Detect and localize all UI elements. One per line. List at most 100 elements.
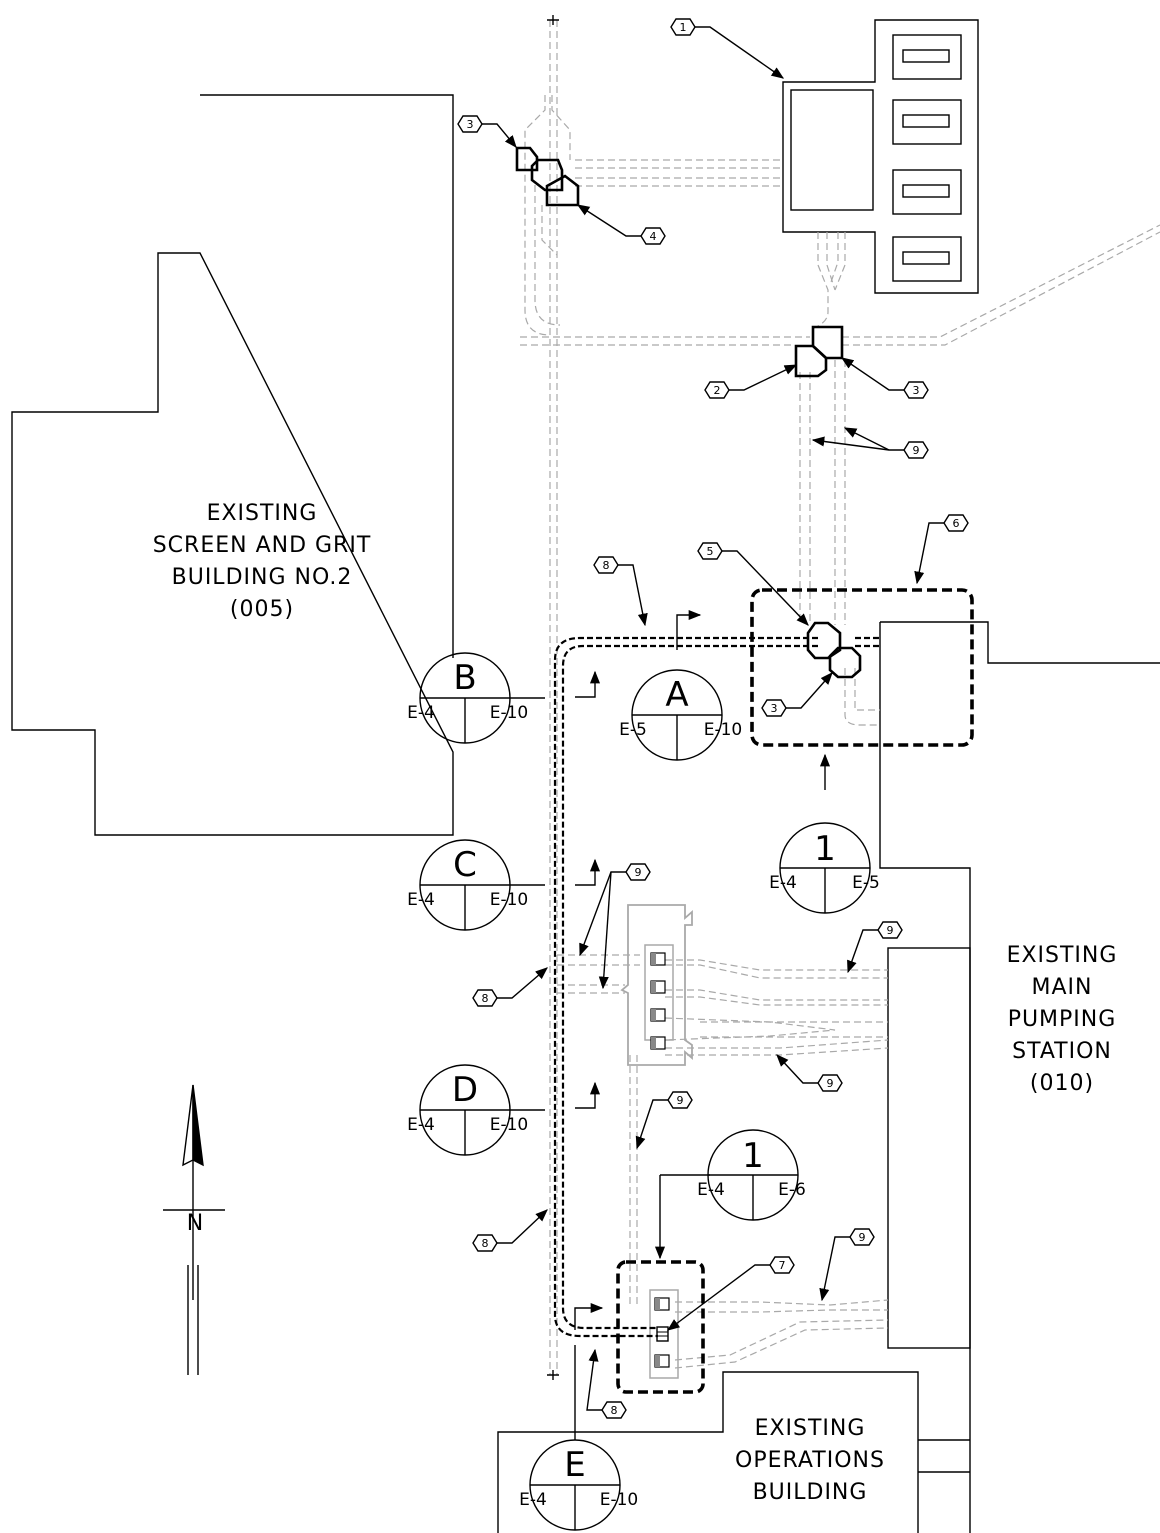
pumping-station-label-1: EXISTING [1007, 943, 1118, 968]
keynote-hex-9f[interactable] [849, 1228, 875, 1246]
pumping-station-label-4: STATION [1012, 1039, 1112, 1064]
handhole-3-top [515, 146, 539, 172]
keynote-hex-7[interactable] [769, 1256, 795, 1274]
new-cable-route [553, 636, 880, 1338]
keynote-8a-text: 8 [603, 559, 610, 572]
detail-callout-1-lower[interactable]: 1 E-4 E-6 [697, 1129, 806, 1221]
keynote-4-text: 4 [650, 230, 657, 243]
equipment-slot-4 [902, 251, 950, 265]
keynote-1-text: 1 [680, 21, 687, 34]
section-A-sheet-right: E-10 [704, 720, 743, 740]
keynote-hex-6[interactable] [943, 514, 969, 532]
detail-1-lower-label: 1 [742, 1136, 764, 1176]
keynote-hex-3b[interactable] [903, 381, 929, 399]
section-A-label: A [665, 675, 688, 715]
switchgear-block [790, 89, 874, 211]
electrical-building [782, 19, 979, 294]
equipment-slot-1 [902, 49, 950, 63]
enlarged-plan-boundary-6 [750, 588, 974, 747]
equipment-pad-3 [892, 169, 962, 215]
equipment-pad-4 [892, 236, 962, 282]
operations-label-2: OPERATIONS [735, 1448, 885, 1473]
pull-boxes [515, 146, 862, 679]
handhole-5 [806, 621, 842, 660]
detail-1-upper-sheet-right: E-5 [852, 873, 880, 893]
pumping-station-label-3: PUMPING [1008, 1007, 1117, 1032]
keynote-hex-3a[interactable] [457, 115, 483, 133]
keynote-hex-8d[interactable] [601, 1401, 627, 1419]
screen-grit-label-3: BUILDING NO.2 [172, 565, 353, 590]
keynote-hex-8c[interactable] [472, 1234, 498, 1252]
detail-1-lower-sheet-right: E-6 [778, 1180, 806, 1200]
keynote-9f-text: 9 [859, 1231, 866, 1244]
section-callout-E[interactable]: E E-4 E-10 [519, 1439, 638, 1531]
main-pumping-station: EXISTING MAIN PUMPING STATION (010) [879, 621, 1160, 1533]
section-cut-arrows [574, 609, 831, 1440]
section-D-sheet-left: E-4 [407, 1115, 435, 1135]
detail-1-upper-sheet-left: E-4 [769, 873, 797, 893]
section-D-label: D [452, 1070, 478, 1110]
detail-callout-1-upper[interactable]: 1 E-4 E-5 [769, 822, 880, 914]
keynote-hex-9d[interactable] [817, 1074, 843, 1092]
keynote-9a-text: 9 [913, 444, 920, 457]
screen-grit-label-1: EXISTING [207, 501, 318, 526]
keynote-8c-text: 8 [482, 1237, 489, 1250]
section-callout-D[interactable]: D E-4 E-10 [407, 1064, 545, 1156]
section-C-label: C [453, 845, 477, 885]
north-arrow: N [163, 1084, 225, 1375]
keynote-hex-1[interactable] [670, 18, 696, 36]
keynote-6-text: 6 [953, 517, 960, 530]
handhole-3-low [828, 646, 862, 679]
pumping-station-annex [887, 947, 971, 1349]
keynote-hex-8b[interactable] [472, 989, 498, 1007]
operations-building-outline [497, 1371, 919, 1533]
keynote-hex-9e[interactable] [667, 1091, 693, 1109]
pumping-station-label-2: MAIN [1032, 975, 1093, 1000]
lower-equipment-group [649, 1289, 679, 1379]
grit-channel-structure [620, 904, 693, 1066]
handhole-3-mid [811, 325, 844, 360]
north-arrow-label: N [187, 1211, 203, 1236]
keynote-hex-9c[interactable] [877, 921, 903, 939]
detail-1-lower-sheet-left: E-4 [697, 1180, 725, 1200]
keynote-tags: 1 3 4 2 3 9 6 5 8 3 [457, 18, 969, 1419]
section-callout-C[interactable]: C E-4 E-10 [407, 839, 545, 931]
new-disconnect-symbol [656, 1326, 669, 1342]
section-A-sheet-left: E-5 [619, 720, 647, 740]
keynote-9b-text: 9 [635, 866, 642, 879]
section-B-label: B [453, 658, 476, 698]
keynote-hex-3c[interactable] [761, 699, 787, 717]
handhole-4-top [545, 174, 580, 207]
keynote-hex-9a[interactable] [903, 441, 929, 459]
operations-label-3: BUILDING [753, 1480, 868, 1505]
keynote-9c-text: 9 [887, 924, 894, 937]
handhole-2 [794, 344, 828, 378]
existing-conduits [520, 20, 1160, 1375]
keynote-hex-2[interactable] [704, 381, 730, 399]
keynote-hex-9b[interactable] [625, 863, 651, 881]
screen-grit-building-outline [11, 94, 454, 836]
section-E-sheet-left: E-4 [519, 1490, 547, 1510]
survey-ticks [547, 15, 559, 1380]
keynote-3b-text: 3 [913, 384, 920, 397]
equipment-pad-2 [892, 99, 962, 145]
pumping-station-label-5: (010) [1030, 1071, 1094, 1096]
operations-building: EXISTING OPERATIONS BUILDING [497, 1371, 970, 1533]
operations-label-1: EXISTING [755, 1416, 866, 1441]
keynote-hex-4[interactable] [640, 227, 666, 245]
screen-grit-label-4: (005) [230, 597, 294, 622]
section-C-sheet-right: E-10 [490, 890, 529, 910]
section-E-label: E [564, 1445, 585, 1485]
keynote-hex-8a[interactable] [593, 556, 619, 574]
keynote-3c-text: 3 [771, 702, 778, 715]
section-C-sheet-left: E-4 [407, 890, 435, 910]
equipment-slot-2 [902, 114, 950, 128]
section-D-sheet-right: E-10 [490, 1115, 529, 1135]
section-callout-B[interactable]: B E-4 E-10 [407, 652, 545, 744]
keynote-hex-5[interactable] [697, 542, 723, 560]
screen-grit-label-2: SCREEN AND GRIT [153, 533, 372, 558]
section-callout-A[interactable]: A E-5 E-10 [619, 669, 743, 761]
keynote-9d-text: 9 [827, 1077, 834, 1090]
keynote-2-text: 2 [714, 384, 721, 397]
